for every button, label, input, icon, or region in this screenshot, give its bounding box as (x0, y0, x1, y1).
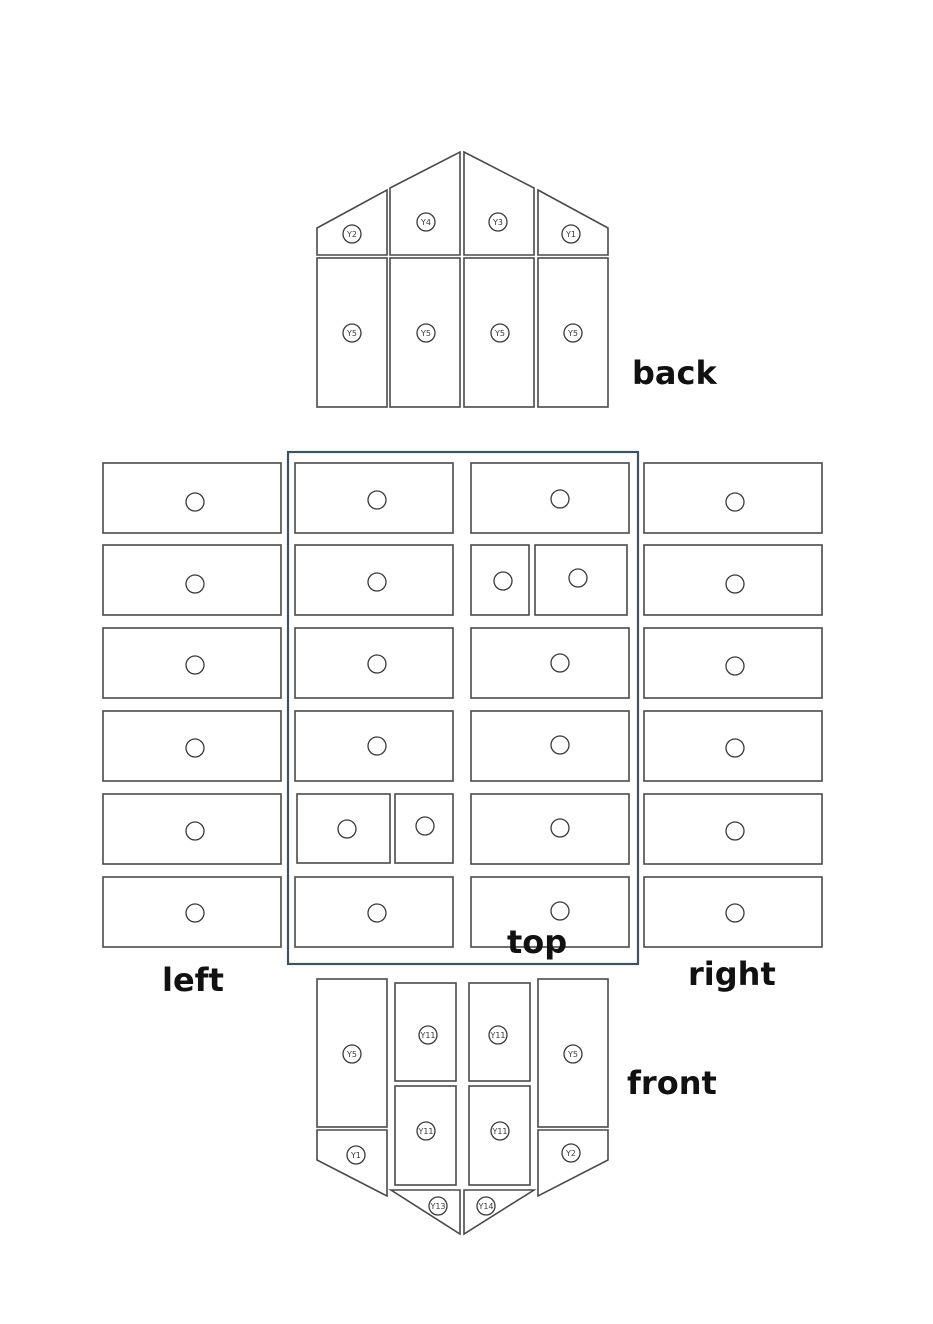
back-lower-code-1: Y5 (346, 329, 357, 338)
top-panel-l6 (295, 877, 453, 947)
front-corner-code-right: Y2 (565, 1149, 576, 1158)
back-lower-code-2: Y5 (420, 329, 431, 338)
left-panel-3 (103, 628, 281, 698)
back-section: Y2 Y4 Y3 Y1 Y5 Y5 Y5 Y5 back (317, 152, 717, 407)
top-panel-l5a (297, 794, 390, 863)
top-panel-r3 (471, 628, 629, 698)
top-panel-r5 (471, 794, 629, 864)
front-side-code-left: Y5 (346, 1050, 357, 1059)
left-label: left (162, 961, 224, 999)
back-panel-upper-1 (317, 190, 387, 255)
back-panel-upper-2 (390, 152, 460, 255)
left-panel-2 (103, 545, 281, 615)
top-panel-r2b (535, 545, 627, 615)
front-section: Y5 Y5 Y1 Y2 Y11 Y11 Y11 Y11 Y13 Y14 fron… (317, 979, 717, 1234)
right-panel-4 (644, 711, 822, 781)
front-bottom-code-left: Y13 (429, 1202, 445, 1211)
back-lower-code-4: Y5 (567, 329, 578, 338)
back-label: back (632, 354, 717, 392)
left-panel-4 (103, 711, 281, 781)
back-upper-code-2: Y4 (420, 218, 431, 227)
front-panel-bottom-right (464, 1190, 534, 1234)
right-panel-2 (644, 545, 822, 615)
back-lower-code-3: Y5 (494, 329, 505, 338)
back-panel-upper-3 (464, 152, 534, 255)
front-center-code-2: Y11 (489, 1031, 505, 1040)
left-section: left (103, 463, 281, 999)
front-panel-corner-right (538, 1130, 608, 1196)
top-panel-r4 (471, 711, 629, 781)
right-section: right (644, 463, 822, 993)
top-label: top (507, 923, 567, 961)
top-panel-l2 (295, 545, 453, 615)
back-upper-code-1: Y2 (346, 230, 357, 239)
right-panel-5 (644, 794, 822, 864)
front-center-code-3: Y11 (417, 1127, 433, 1136)
top-panel-l1 (295, 463, 453, 533)
front-corner-code-left: Y1 (350, 1151, 361, 1160)
left-panel-1 (103, 463, 281, 533)
top-panel-r1 (471, 463, 629, 533)
front-side-code-right: Y5 (567, 1050, 578, 1059)
right-panel-1 (644, 463, 822, 533)
top-panel-l4 (295, 711, 453, 781)
left-panel-6 (103, 877, 281, 947)
front-label: front (627, 1064, 717, 1102)
front-center-code-4: Y11 (491, 1127, 507, 1136)
top-panel-l3 (295, 628, 453, 698)
front-panel-bottom-left (391, 1190, 460, 1234)
top-panel-l5b (395, 794, 453, 863)
back-upper-code-3: Y3 (492, 218, 503, 227)
top-section: top (288, 452, 638, 964)
right-label: right (688, 955, 776, 993)
left-panel-5 (103, 794, 281, 864)
front-bottom-code-right: Y14 (477, 1202, 493, 1211)
back-upper-code-4: Y1 (565, 230, 576, 239)
top-panel-r2a (471, 545, 529, 615)
right-panel-3 (644, 628, 822, 698)
right-panel-6 (644, 877, 822, 947)
front-center-code-1: Y11 (419, 1031, 435, 1040)
back-panel-upper-4 (538, 190, 608, 255)
